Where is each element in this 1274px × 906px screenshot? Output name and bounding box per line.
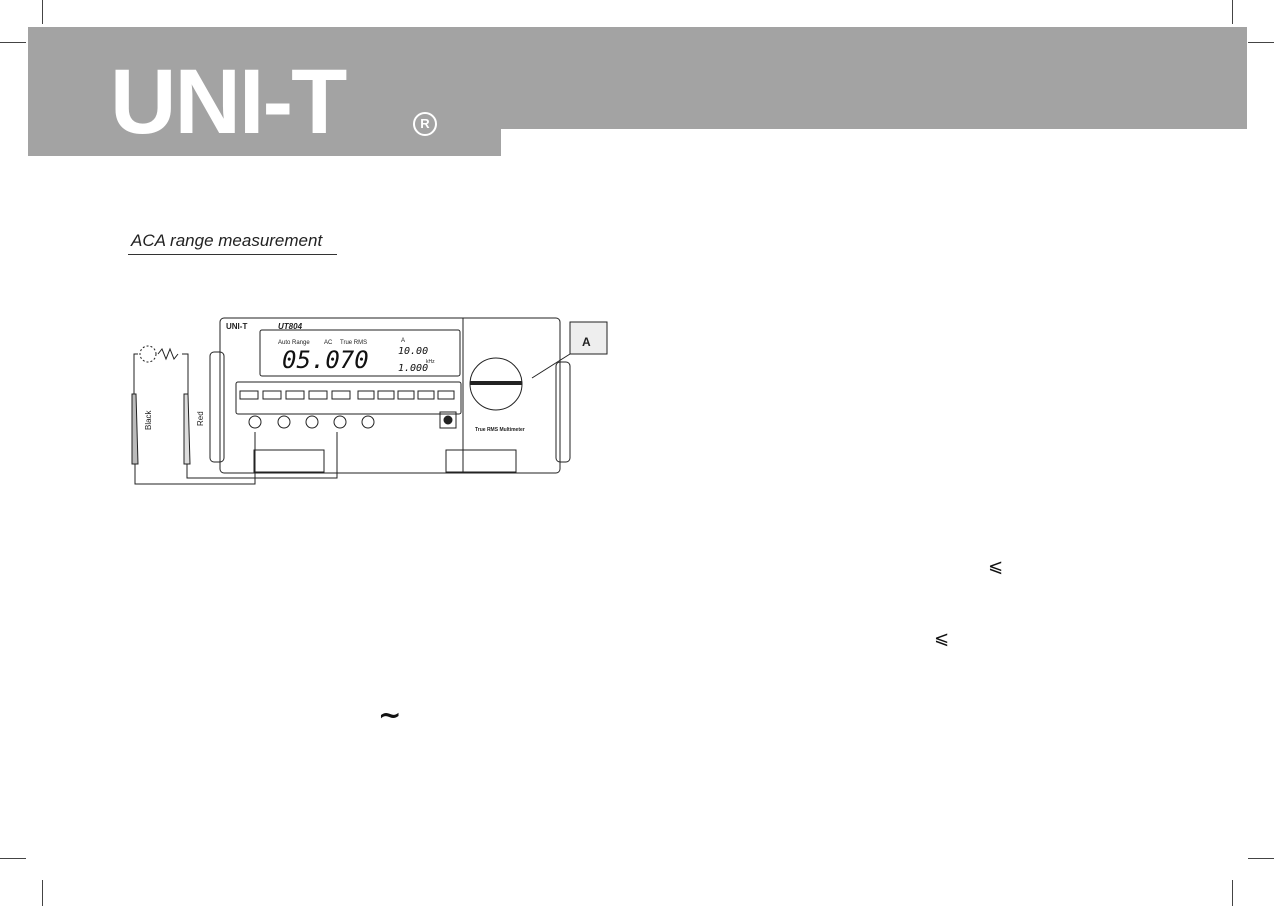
registered-mark: R — [413, 112, 437, 136]
crop-mark — [42, 0, 43, 24]
less-equal-symbol: ⩽ — [988, 556, 1004, 577]
red-probe — [183, 393, 191, 465]
crop-mark — [1248, 42, 1274, 43]
header-band — [28, 27, 1247, 129]
display-auto-range: Auto Range — [278, 340, 310, 346]
terminal-ua-ma — [277, 415, 291, 429]
display-sub-value-1: 10.00 — [398, 346, 428, 357]
display-unit-khz: kHz — [426, 359, 435, 365]
ac-source-icon — [139, 345, 157, 363]
callout-symbol: A — [582, 335, 591, 349]
multimeter-diagram: UNI-T UT804 Auto Range AC True RMS 05.07… — [131, 317, 608, 485]
meter-footer-label: True RMS Multimeter — [475, 427, 525, 433]
crop-mark — [1248, 858, 1274, 859]
range-callout — [569, 321, 608, 355]
crop-mark — [0, 858, 26, 859]
brand-logo: UNI-T — [110, 51, 347, 153]
display-sub-value-2: 1.000 — [398, 363, 428, 374]
meter-model: UT804 — [278, 322, 303, 331]
red-lead-label: Red — [196, 411, 205, 426]
terminal-com — [333, 415, 347, 429]
black-probe — [131, 393, 139, 465]
title-underline — [128, 254, 337, 255]
lcd-display — [259, 329, 461, 377]
display-main-value: 05.070 — [282, 346, 369, 374]
button-row — [239, 390, 455, 400]
display-unit-a: A — [401, 338, 405, 344]
terminal-v — [361, 415, 375, 429]
meter-brand: UNI-T — [226, 322, 247, 331]
crop-mark — [42, 880, 43, 906]
section-title: ACA range measurement — [131, 231, 323, 250]
crop-mark — [1232, 880, 1233, 906]
display-true-rms: True RMS — [340, 340, 367, 346]
display-ac: AC — [324, 340, 333, 346]
terminal-ohm — [305, 415, 319, 429]
crop-mark — [0, 42, 26, 43]
resistor-icon — [157, 347, 179, 361]
less-equal-symbol: ⩽ — [934, 628, 950, 649]
black-lead-label: Black — [144, 409, 153, 430]
meter-body — [219, 317, 561, 474]
terminal-10a — [248, 415, 262, 429]
ac-symbol: ~ — [378, 698, 402, 731]
crop-mark — [1232, 0, 1233, 24]
